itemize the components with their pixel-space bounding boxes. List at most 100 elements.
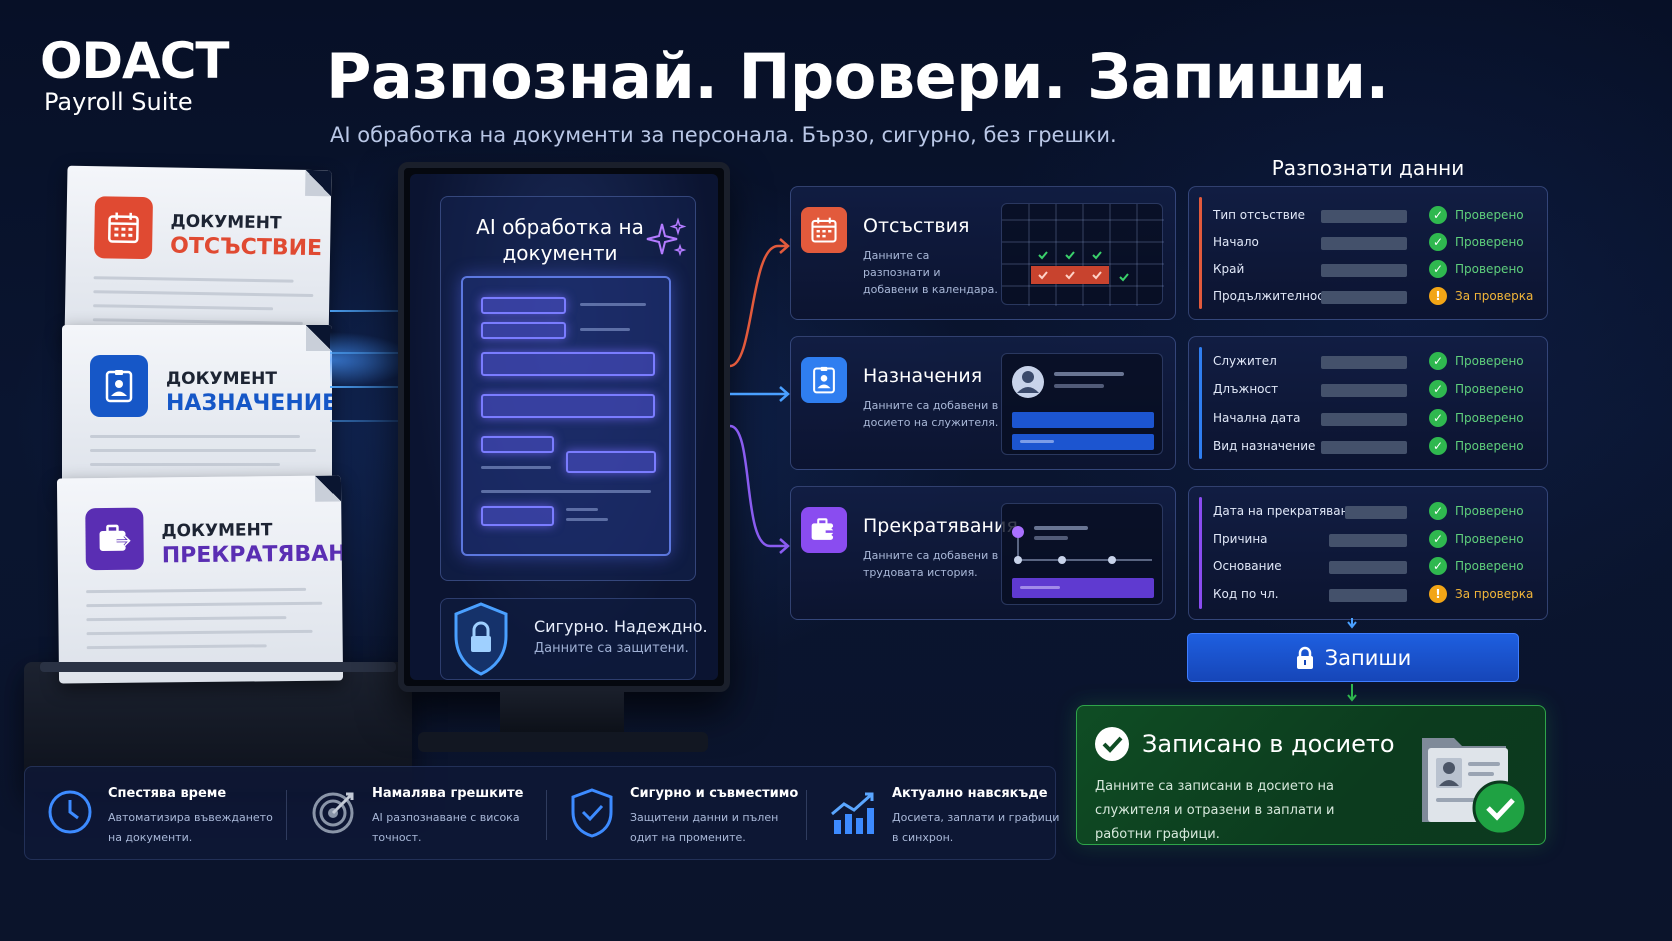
- field-label: Длъжност: [1213, 382, 1279, 396]
- check-icon: ✓: [1429, 409, 1447, 427]
- brand-product: Payroll Suite: [44, 88, 193, 116]
- data-row: Тип отсъствие ✓Проверено: [1213, 206, 1539, 226]
- document-termination[interactable]: ДОКУМЕНТ ПРЕКРАТЯВАНЕ: [56, 475, 344, 684]
- ai-processing-title: AI обработка на документи: [476, 215, 644, 265]
- feature-save-time: Спестява време Автоматизира въвеждането …: [44, 782, 294, 848]
- field-label: Край: [1213, 262, 1245, 276]
- form-field: [481, 436, 554, 453]
- card-absences[interactable]: Отсъствия Данните са разпознати и добаве…: [790, 186, 1176, 320]
- employee-file-icon: [1418, 728, 1530, 840]
- status-text: Проверено: [1455, 354, 1524, 368]
- document-label: ДОКУМЕНТ: [170, 211, 282, 234]
- brand-logo: ODACT: [40, 32, 230, 90]
- data-row: Код по чл. ! За проверка: [1213, 585, 1539, 605]
- status-text: Проверено: [1455, 411, 1524, 425]
- saved-text: Данните са записани в досието на служите…: [1095, 779, 1335, 842]
- status-text: Проверено: [1455, 439, 1524, 453]
- data-row: Начална дата ✓Проверено: [1213, 409, 1539, 429]
- card-title: Отсъствия: [863, 215, 970, 237]
- feature-description: Досиета, заплати и графици в синхрон.: [892, 811, 1060, 844]
- check-icon: ✓: [1429, 233, 1447, 251]
- document-type: НАЗНАЧЕНИЕ: [166, 391, 332, 416]
- data-row: Основание ✓Проверено: [1213, 557, 1539, 577]
- saved-title: Записано в досието: [1142, 730, 1395, 758]
- document-appointment[interactable]: ДОКУМЕНТ НАЗНАЧЕНИЕ: [62, 325, 332, 495]
- card-description: Данните са разпознати и добавени в кален…: [863, 249, 998, 296]
- briefcase-exit-icon: [85, 507, 144, 571]
- ai-processing-panel: [440, 196, 696, 581]
- form-field: [481, 506, 554, 526]
- field-label: Основание: [1213, 559, 1282, 573]
- data-row: Начало ✓Проверено: [1213, 233, 1539, 253]
- calendar-preview: [1001, 203, 1164, 306]
- status-text: Проверено: [1455, 532, 1524, 546]
- chart-up-icon: [828, 786, 880, 838]
- write-button-label: Запиши: [1324, 645, 1412, 670]
- feature-description: AI разпознаване с висока точност.: [372, 811, 520, 844]
- status-text: Проверено: [1455, 504, 1524, 518]
- check-icon: ✓: [1429, 530, 1447, 548]
- data-panel-termination: Дата на прекратяване ✓Проверено Причина …: [1188, 486, 1548, 620]
- recognized-data-title: Разпознати данни: [1271, 156, 1465, 180]
- card-appointments[interactable]: Назначения Данните са добавени в досието…: [790, 336, 1176, 470]
- profile-preview: [1001, 353, 1163, 455]
- check-icon: ✓: [1429, 502, 1447, 520]
- check-circle-icon: [1094, 726, 1130, 766]
- status-text: Проверено: [1455, 559, 1524, 573]
- feature-up-to-date: Актуално навсякъде Досиета, заплати и гр…: [828, 782, 1078, 848]
- data-row: Дата на прекратяване ✓ Проверено: [1213, 502, 1539, 522]
- document-type: ОТСЪСТВИЕ: [169, 233, 323, 262]
- field-label: Тип отсъствие: [1213, 208, 1306, 222]
- status-text: За проверка: [1455, 289, 1534, 303]
- field-label: Причина: [1213, 532, 1268, 546]
- check-icon: ✓: [1429, 206, 1447, 224]
- field-label: Начало: [1213, 235, 1259, 249]
- warning-icon: !: [1429, 287, 1447, 305]
- data-row: Вид назначение ✓ Проверено: [1213, 437, 1539, 457]
- check-icon: ✓: [1429, 380, 1447, 398]
- calendar-icon: [801, 207, 847, 253]
- card-description: Данните са добавени в трудовата история.: [863, 549, 999, 579]
- feature-title: Сигурно и съвместимо: [630, 786, 799, 801]
- monitor-stand: [500, 690, 624, 734]
- clock-icon: [44, 786, 96, 838]
- document-absence[interactable]: ДОКУМЕНТ ОТСЪСТВИЕ: [64, 165, 332, 346]
- write-button[interactable]: Запиши: [1187, 633, 1519, 682]
- feature-description: Автоматизира въвеждането на документи.: [108, 811, 273, 844]
- check-icon: ✓: [1429, 352, 1447, 370]
- document-label: ДОКУМЕНТ: [161, 520, 273, 542]
- data-row: Служител ✓ Проверено: [1213, 352, 1539, 372]
- data-panel-absence: Тип отсъствие ✓Проверено Начало ✓Провере…: [1188, 186, 1548, 320]
- document-type: ПРЕКРАТЯВАНЕ: [161, 541, 344, 569]
- shield-lock-icon: [450, 600, 512, 682]
- card-title: Назначения: [863, 365, 983, 387]
- form-field: [566, 451, 656, 473]
- flow-arrows: [730, 238, 790, 554]
- security-title: Сигурно. Надеждно.: [534, 617, 708, 636]
- tray-edge: [40, 662, 396, 672]
- form-field: [481, 297, 566, 314]
- card-title: Прекратявания: [863, 515, 1018, 537]
- card-terminations[interactable]: Прекратявания Данните са добавени в труд…: [790, 486, 1176, 620]
- lock-icon: [1296, 646, 1313, 669]
- status-text: Проверено: [1455, 262, 1524, 276]
- warning-icon: !: [1429, 585, 1447, 603]
- document-label: ДОКУМЕНТ: [166, 369, 277, 389]
- id-badge-icon: [801, 357, 847, 403]
- card-description: Данните са добавени в досието на служите…: [863, 399, 999, 429]
- target-icon: [308, 786, 360, 838]
- feature-title: Намалява грешките: [372, 786, 524, 801]
- data-row: Край ✓ Проверено: [1213, 260, 1539, 280]
- field-label: Служител: [1213, 354, 1277, 368]
- field-label: Код по чл.: [1213, 587, 1279, 601]
- calendar-icon: [93, 196, 154, 260]
- monitor-base: [418, 732, 708, 752]
- feature-description: Защитени данни и пълен одит на промените…: [630, 811, 779, 844]
- form-field: [481, 352, 655, 376]
- data-panel-appointment: Служител ✓Проверено Длъжност ✓Проверено …: [1188, 336, 1548, 470]
- field-label: Дата на прекратяване: [1213, 504, 1356, 518]
- check-icon: ✓: [1429, 260, 1447, 278]
- field-label: Вид назначение: [1213, 439, 1316, 453]
- check-icon: ✓: [1429, 437, 1447, 455]
- status-text: За проверка: [1455, 587, 1534, 601]
